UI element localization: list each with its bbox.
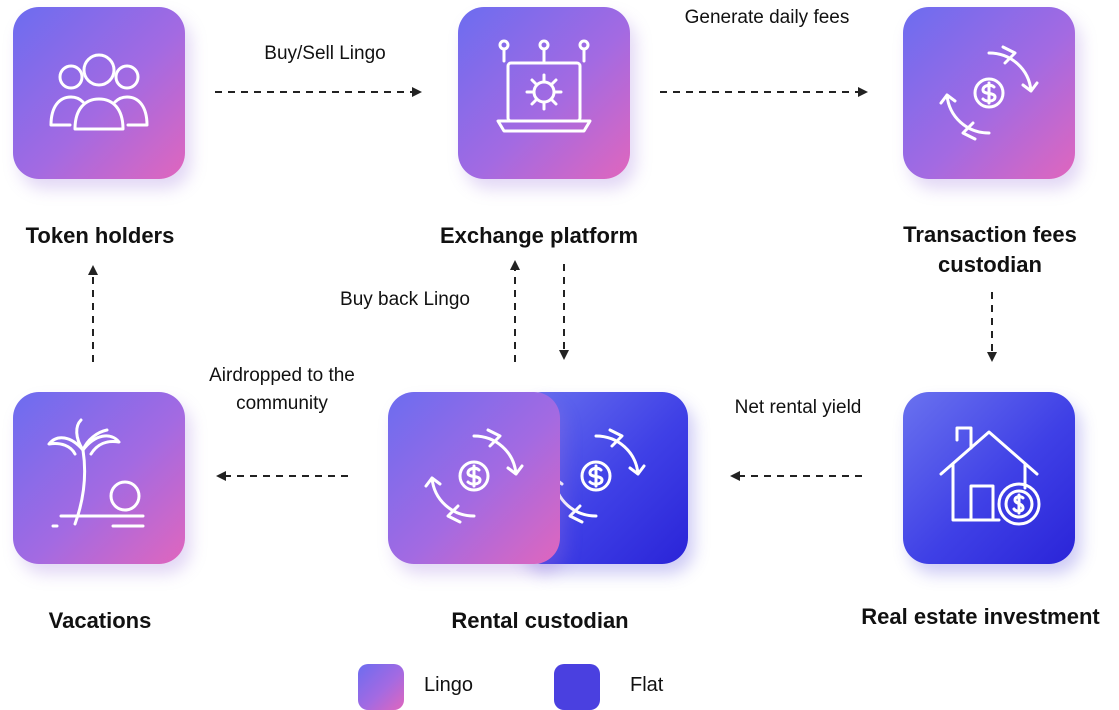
token-holders-tile [13, 7, 185, 179]
flow-label-buy-back: Buy back Lingo [340, 289, 470, 310]
flow-label-buy-sell: Buy/Sell Lingo [264, 43, 386, 64]
token-holders-label: Token holders [25, 223, 175, 248]
laptop-gear-icon [496, 39, 592, 133]
rental-custodian-lingo-tile [388, 392, 560, 564]
palm-beach-icon [47, 418, 145, 528]
legend-swatch-lingo [358, 664, 404, 710]
transaction-fees-custodian-tile [903, 7, 1075, 179]
flow-label-airdropped: Airdropped to the community [209, 365, 355, 414]
flow-label-net-rental-yield: Net rental yield [734, 397, 862, 418]
exchange-platform-tile [458, 7, 630, 179]
users-group-icon [49, 53, 149, 131]
legend-label-lingo: Lingo [424, 674, 473, 696]
transaction-fees-custodian-label: Transaction fees custodian [903, 222, 1077, 277]
dollar-cycle-icon [939, 45, 1039, 141]
exchange-platform-label: Exchange platform [439, 223, 639, 248]
dollar-cycle-icon [424, 428, 524, 524]
vacations-label: Vacations [48, 608, 152, 633]
house-dollar-icon [939, 426, 1041, 526]
flow-label-daily-fees: Generate daily fees [684, 7, 850, 28]
real-estate-investment-label: Real estate investment [861, 604, 1100, 629]
legend-label-flat: Flat [630, 674, 664, 696]
rental-custodian-label: Rental custodian [451, 608, 629, 633]
real-estate-investment-tile [903, 392, 1075, 564]
vacations-tile [13, 392, 185, 564]
legend-swatch-flat [554, 664, 600, 710]
